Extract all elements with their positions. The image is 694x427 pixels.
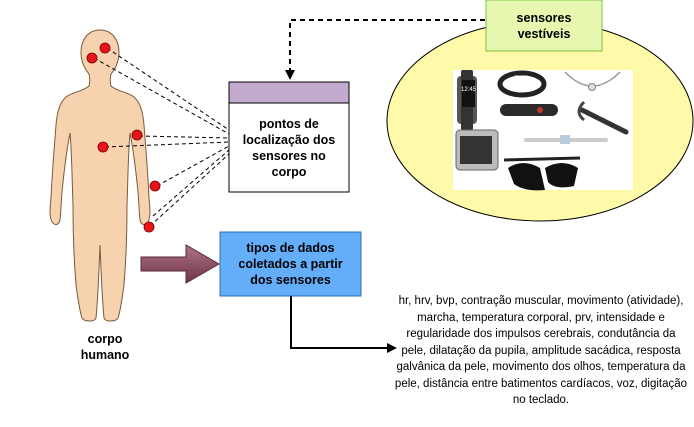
data-types-box <box>219 231 362 297</box>
sensor-dot-head-top <box>99 42 111 54</box>
sensor-dot-wrist <box>149 180 161 192</box>
earpiece-icon <box>577 100 629 135</box>
sensor-dot-head-side <box>86 52 98 64</box>
sensor-dot-chest <box>97 141 109 153</box>
band-brand-label: FUEL <box>514 76 530 82</box>
smart-glass-icon <box>524 135 608 144</box>
sensor-dot-hand <box>143 221 155 233</box>
sunglasses-icon <box>503 156 581 191</box>
chest-strap-icon <box>500 104 558 116</box>
data-types-list: hr, hrv, bvp, contração muscular, movime… <box>394 295 688 406</box>
body-silhouette <box>49 29 151 322</box>
wearables-to-points-arrow <box>285 19 485 80</box>
data-types-label: tipos de dados coletados a partir dos se… <box>238 241 343 287</box>
fitness-band-icon: FUEL <box>497 70 547 98</box>
points-box-header <box>228 81 350 104</box>
sensor-points <box>86 42 161 233</box>
human-body-figure <box>49 29 151 322</box>
watch-screen-time: 12:45 <box>461 87 477 93</box>
wearables-label: sensores vestíveis <box>516 10 572 41</box>
points-box-label: pontos de localização dos sensores no co… <box>242 116 336 179</box>
body-to-data-arrow <box>140 244 221 284</box>
sensor-dot-shoulder <box>131 129 143 141</box>
square-watch-icon <box>455 129 499 171</box>
body-label: corpo humano <box>80 332 130 362</box>
necklace-icon <box>564 71 621 91</box>
points-box <box>228 81 350 193</box>
data-to-list-arrow <box>290 296 397 353</box>
smartwatch-icon: 12:45 <box>457 70 477 130</box>
wearables-label-box <box>485 0 603 52</box>
sensor-connection-lines <box>93 47 230 227</box>
devices-image: 12:45 FUEL <box>453 70 633 191</box>
